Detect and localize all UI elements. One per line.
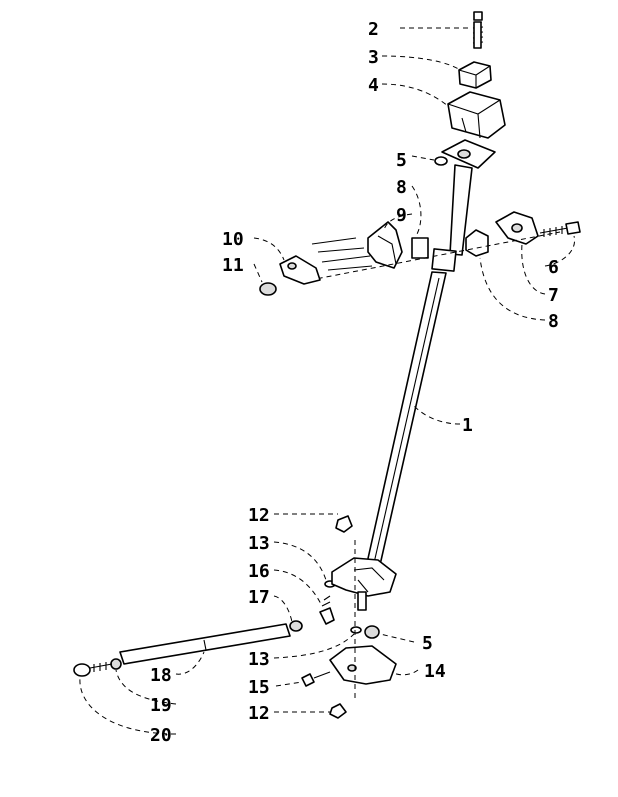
column-mount-plate (441, 139, 496, 169)
nut-11 (259, 282, 277, 296)
nut-12-upper (335, 515, 353, 533)
callout-20: 20 (150, 725, 172, 746)
nut-5-lower (364, 625, 380, 639)
nut-12-lower (329, 703, 347, 719)
lower-clamp (447, 91, 506, 139)
callout-4: 4 (368, 75, 379, 96)
callout-1: 1 (462, 415, 473, 436)
callout-11: 11 (222, 255, 244, 276)
callout-9: 9 (396, 205, 407, 226)
callout-5-lower: 5 (422, 633, 433, 654)
through-bolt-line (299, 231, 561, 283)
bolt-6 (539, 221, 581, 237)
callout-numbers: 2 3 4 5 8 9 10 11 6 7 8 1 12 13 16 17 13… (150, 19, 559, 746)
bracket-14 (329, 645, 397, 685)
callout-15: 15 (248, 677, 270, 698)
callout-10: 10 (222, 229, 244, 250)
jam-nut-19 (110, 658, 122, 670)
callout-12-upper: 12 (248, 505, 270, 526)
steering-column (366, 164, 473, 566)
shadow-plate (311, 237, 373, 271)
steering-arm (331, 557, 397, 611)
callout-6: 6 (548, 257, 559, 278)
bracket-9 (367, 221, 403, 269)
ball-joint-16 (319, 595, 335, 625)
callout-14: 14 (424, 661, 446, 682)
washer-13-lower (350, 626, 362, 634)
rod-end-20 (73, 662, 113, 677)
bushing-8-lower (465, 229, 489, 257)
callout-3: 3 (368, 47, 379, 68)
callout-13-upper: 13 (248, 533, 270, 554)
bolt-15 (301, 671, 331, 687)
callout-13-lower: 13 (248, 649, 270, 670)
callout-8-upper: 8 (396, 177, 407, 198)
tie-rod (119, 623, 291, 665)
washer-5-top (434, 156, 448, 166)
bushing-8-upper (411, 237, 429, 259)
clamp-7 (495, 211, 539, 245)
callout-17: 17 (248, 587, 270, 608)
callout-12-lower: 12 (248, 703, 270, 724)
callout-19: 19 (150, 695, 172, 716)
callout-5-upper: 5 (396, 150, 407, 171)
callout-2: 2 (368, 19, 379, 40)
upper-clamp (458, 61, 492, 89)
callout-18: 18 (150, 665, 172, 686)
top-bolt (472, 11, 484, 49)
clip-10 (279, 255, 321, 285)
leader-lines (79, 27, 576, 735)
callout-16: 16 (248, 561, 270, 582)
callout-8-lower: 8 (548, 311, 559, 332)
nut-17 (289, 620, 303, 632)
callout-7: 7 (548, 285, 559, 306)
